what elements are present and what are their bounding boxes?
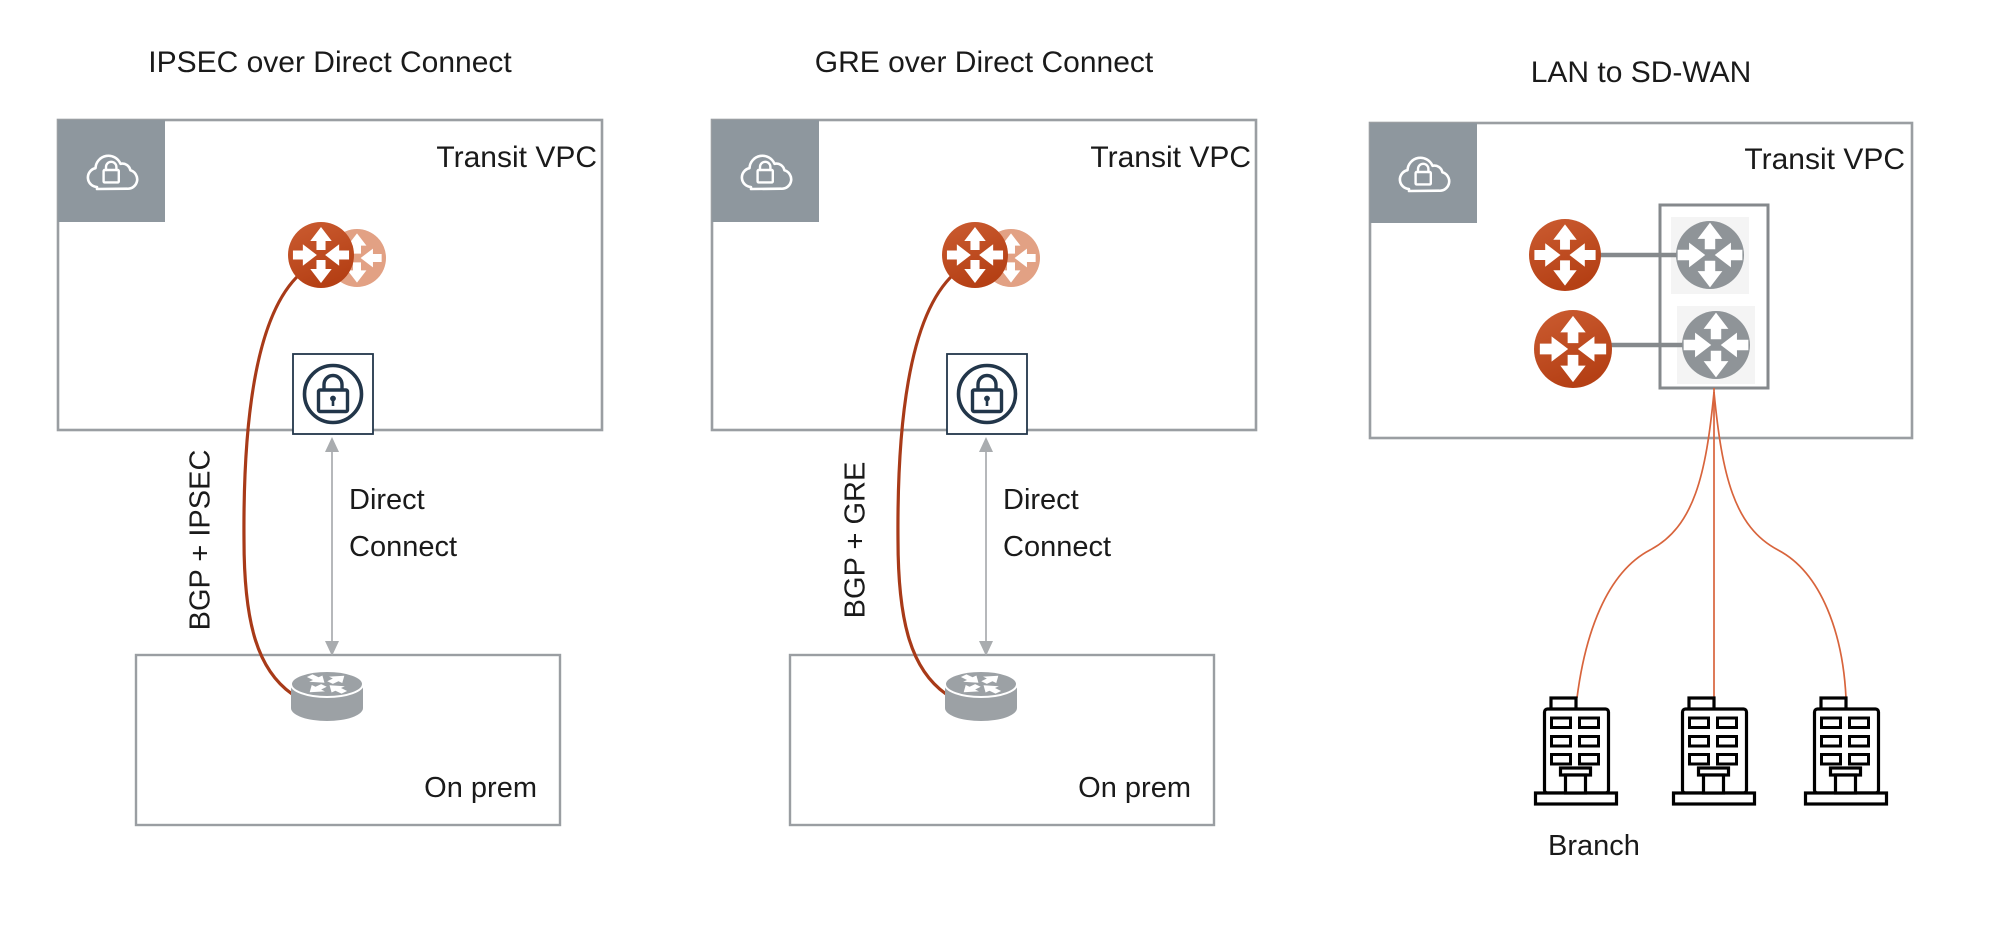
sdwan-router-icon	[1676, 221, 1744, 289]
transit-vpc-label: Transit VPC	[1744, 143, 1905, 176]
diagram-sdwan	[1368, 121, 1914, 806]
on-prem-label: On prem	[1078, 772, 1191, 804]
office-building-icon	[1803, 696, 1889, 806]
router-cylinder-icon	[945, 667, 1017, 721]
office-building-icon	[1671, 696, 1757, 806]
bgp-gre-label: BGP + GRE	[839, 461, 872, 619]
router-cylinder-icon	[291, 667, 363, 721]
bgp-ipsec-tunnel-line	[242, 272, 302, 696]
lock-icon	[945, 352, 1029, 436]
diagram-title-ipsec: IPSEC over Direct Connect	[148, 46, 512, 79]
direct-connect-arrow	[325, 437, 339, 656]
direct-connect-arrow	[979, 437, 993, 656]
office-building-icon	[1533, 696, 1619, 806]
bgp-gre-tunnel-line	[896, 272, 956, 696]
bgp-ipsec-label: BGP + IPSEC	[184, 449, 217, 631]
diagram-title-gre: GRE over Direct Connect	[814, 46, 1154, 79]
direct-connect-label: Direct Connect	[1003, 484, 1112, 563]
diagram-gre	[710, 118, 1258, 827]
lock-icon	[291, 352, 375, 436]
router-icon	[1529, 219, 1601, 291]
transit-vpc-label: Transit VPC	[436, 141, 597, 174]
branch-label: Branch	[1548, 830, 1640, 862]
on-prem-label: On prem	[424, 772, 537, 804]
router-icon	[288, 222, 354, 288]
transit-vpc-label: Transit VPC	[1090, 141, 1251, 174]
diagram-title-sdwan: LAN to SD-WAN	[1530, 56, 1752, 89]
diagram-ipsec	[56, 118, 604, 827]
router-icon	[942, 222, 1008, 288]
direct-connect-label: Direct Connect	[349, 484, 458, 563]
router-icon	[1534, 310, 1612, 388]
sdwan-overlay-lines	[1576, 388, 1847, 699]
sdwan-router-icon	[1682, 311, 1750, 379]
